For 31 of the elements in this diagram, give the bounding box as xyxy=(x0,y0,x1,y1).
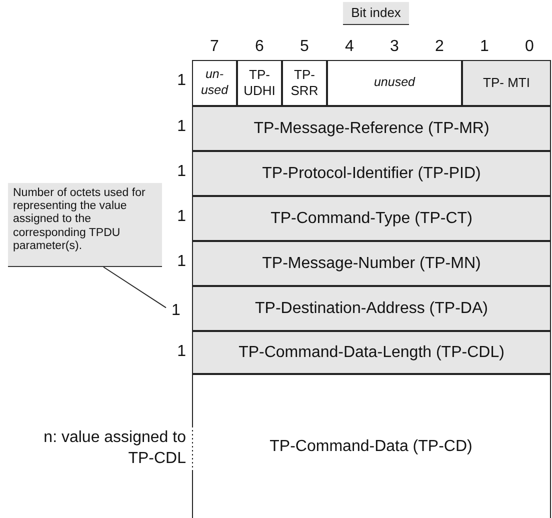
bit-field: TP- UDHI xyxy=(237,60,282,106)
bit-number: 7 xyxy=(209,38,220,56)
bit-number: 2 xyxy=(434,38,445,56)
octet-count: 1 xyxy=(177,72,186,90)
bit-number: 6 xyxy=(254,38,265,56)
bit-number: 1 xyxy=(479,38,490,56)
bit-number: 3 xyxy=(389,38,400,56)
heading-box: Bit index xyxy=(343,2,409,25)
bit-number: 4 xyxy=(344,38,355,56)
octet-count: 1 xyxy=(177,253,186,271)
octet-count: 1 xyxy=(177,163,186,181)
data-field: TP-Command-Data (TP-CD) xyxy=(192,374,551,518)
callout-box: Number of octets used for representing the value assigned to the corresponding TPDU parameter(s). xyxy=(8,183,162,267)
octet-field: TP-Message-Reference (TP-MR) xyxy=(192,106,551,151)
bit-field: unused xyxy=(327,60,462,106)
octet-field: TP-Protocol-Identifier (TP-PID) xyxy=(192,151,551,196)
length-note: n: value assigned to TP-CDL xyxy=(42,428,186,469)
octet-count: 1 xyxy=(177,208,186,226)
octet-field: TP-Command-Data-Length (TP-CDL) xyxy=(192,331,551,374)
bit-number: 5 xyxy=(299,38,310,56)
octet-count: 1 xyxy=(166,300,186,322)
octet-field: TP-Destination-Address (TP-DA) xyxy=(192,286,551,331)
octet-field: TP-Message-Number (TP-MN) xyxy=(192,241,551,286)
bit-number: 0 xyxy=(524,38,535,56)
octet-field: TP-Command-Type (TP-CT) xyxy=(192,196,551,241)
octet-count: 1 xyxy=(177,343,186,361)
bit-field: TP- MTI xyxy=(462,60,551,106)
bit-field: TP- SRR xyxy=(282,60,327,106)
bit-field: un- used xyxy=(192,60,237,106)
leader-line xyxy=(102,266,166,308)
octet-count: 1 xyxy=(177,118,186,136)
